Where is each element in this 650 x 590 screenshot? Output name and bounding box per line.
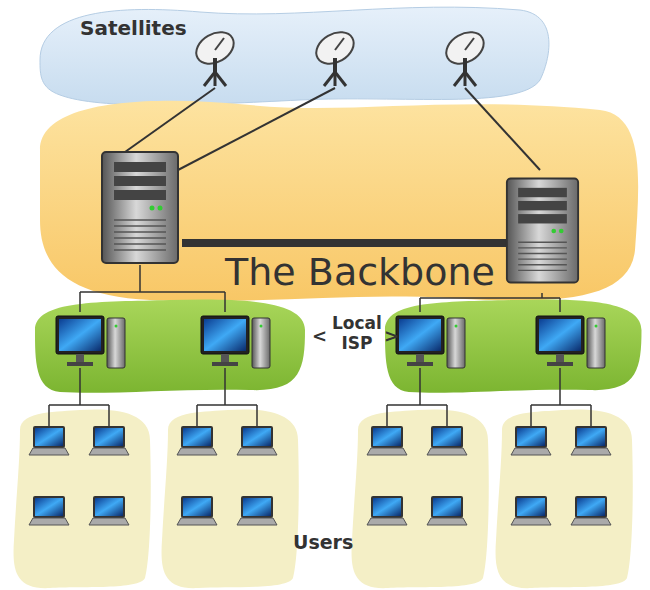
user-group [352,409,489,588]
desktop-icon [56,316,125,368]
user-group [162,409,299,588]
region-title: The Backbone [225,250,495,294]
desktop-icon [536,316,605,368]
bracket-mark: < [312,326,327,347]
uplink-line [178,88,335,170]
satellite-dish [311,26,360,86]
backbone-region: The Backbone [35,100,640,300]
satellite-dish [441,26,490,86]
bracket-mark: > [384,326,399,347]
server-icon [102,152,178,263]
desktop-icon [396,316,465,368]
server-icon [507,178,578,282]
isp-band [385,299,642,392]
group-label: Local ISP [332,314,382,353]
satellites-band [40,7,549,105]
uplink-line [125,88,215,152]
desktop-icon [201,316,270,368]
satellites-region: Satellites [35,2,545,100]
backbone-band [40,101,638,301]
backbone-link [182,239,508,247]
user-group [14,409,151,588]
isp-band [35,299,305,392]
uplink-line [465,88,540,170]
satellite-dish [191,26,240,86]
region-label: Satellites [80,16,187,40]
user-group [496,409,633,588]
group-label: Users [293,532,353,554]
